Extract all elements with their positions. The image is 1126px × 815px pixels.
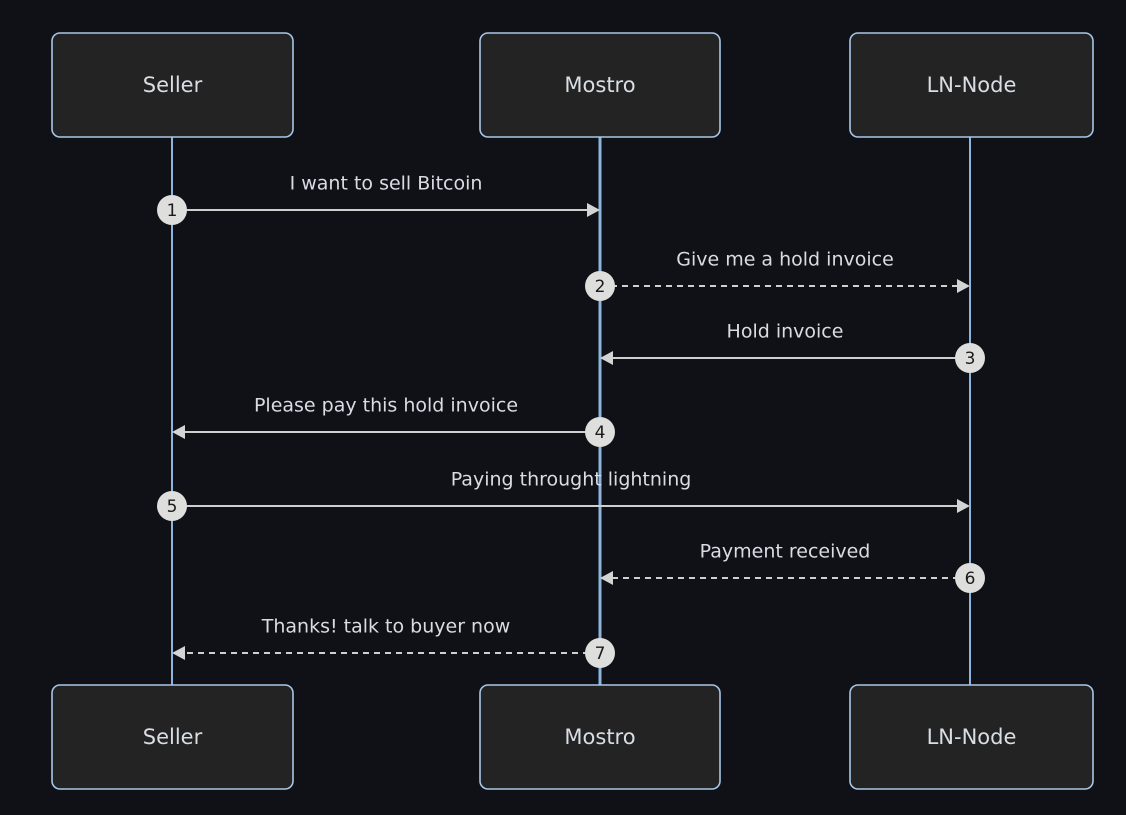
sequence-badge-circle — [585, 417, 615, 447]
actor-box-seller-top[interactable]: Seller — [51, 32, 294, 138]
sequence-badge-2: 2 — [585, 271, 615, 301]
message-label-3: Hold invoice — [727, 321, 844, 343]
message-label-1: I want to sell Bitcoin — [290, 173, 483, 195]
message-arrowhead-4 — [172, 425, 185, 439]
sequence-badge-3: 3 — [955, 343, 985, 373]
message-6[interactable]: Payment received — [600, 541, 970, 586]
actor-box-rect — [479, 32, 721, 138]
message-label-6: Payment received — [700, 541, 871, 563]
message-7[interactable]: Thanks! talk to buyer now — [172, 616, 600, 661]
actor-label-lnnode: LN-Node — [927, 725, 1017, 749]
actor-box-rect — [51, 684, 294, 790]
message-label-5: Paying throught lightning — [451, 469, 692, 491]
sequence-badge-number: 1 — [167, 201, 178, 221]
message-label-4: Please pay this hold invoice — [254, 395, 518, 417]
message-1[interactable]: I want to sell Bitcoin — [172, 173, 600, 218]
sequence-badge-circle — [955, 343, 985, 373]
message-arrowhead-3 — [600, 351, 613, 365]
message-label-2: Give me a hold invoice — [676, 249, 894, 271]
lifelines-layer — [171, 137, 971, 685]
sequence-badge-circle — [955, 563, 985, 593]
sequence-badge-number: 4 — [595, 423, 606, 443]
actor-box-rect — [51, 32, 294, 138]
message-arrowhead-6 — [600, 571, 613, 585]
message-label-7: Thanks! talk to buyer now — [261, 616, 511, 638]
actor-label-lnnode: LN-Node — [927, 73, 1017, 97]
message-4[interactable]: Please pay this hold invoice — [172, 395, 600, 440]
actor-box-seller-bottom[interactable]: Seller — [51, 684, 294, 790]
sequence-badge-number: 3 — [965, 349, 976, 369]
actor-label-mostro: Mostro — [564, 725, 635, 749]
message-3[interactable]: Hold invoice — [600, 321, 970, 366]
actor-box-mostro-top[interactable]: Mostro — [479, 32, 721, 138]
actor-box-rect — [479, 684, 721, 790]
sequence-badge-number: 6 — [965, 569, 976, 589]
sequence-badge-number: 7 — [595, 644, 606, 664]
sequence-badge-6: 6 — [955, 563, 985, 593]
sequence-badge-circle — [157, 195, 187, 225]
sequence-badge-circle — [585, 271, 615, 301]
sequence-badge-number: 5 — [167, 497, 178, 517]
message-arrowhead-1 — [587, 203, 600, 217]
message-arrowhead-7 — [172, 646, 185, 660]
sequence-badge-7: 7 — [585, 638, 615, 668]
actor-box-mostro-bottom[interactable]: Mostro — [479, 684, 721, 790]
actor-box-rect — [849, 32, 1094, 138]
sequence-badge-number: 2 — [595, 277, 606, 297]
sequence-badge-circle — [585, 638, 615, 668]
message-5[interactable]: Paying throught lightning — [172, 469, 970, 514]
actor-box-rect — [849, 684, 1094, 790]
actor-box-lnnode-top[interactable]: LN-Node — [849, 32, 1094, 138]
sequence-badges-layer: 1 2 3 4 5 6 7 — [157, 195, 985, 668]
message-arrowhead-5 — [957, 499, 970, 513]
message-2[interactable]: Give me a hold invoice — [600, 249, 970, 294]
sequence-badge-4: 4 — [585, 417, 615, 447]
actor-label-seller: Seller — [143, 725, 203, 749]
actor-label-seller: Seller — [143, 73, 203, 97]
sequence-badge-circle — [157, 491, 187, 521]
actor-label-mostro: Mostro — [564, 73, 635, 97]
sequence-badge-5: 5 — [157, 491, 187, 521]
sequence-badge-1: 1 — [157, 195, 187, 225]
message-arrowhead-2 — [957, 279, 970, 293]
actor-box-lnnode-bottom[interactable]: LN-Node — [849, 684, 1094, 790]
